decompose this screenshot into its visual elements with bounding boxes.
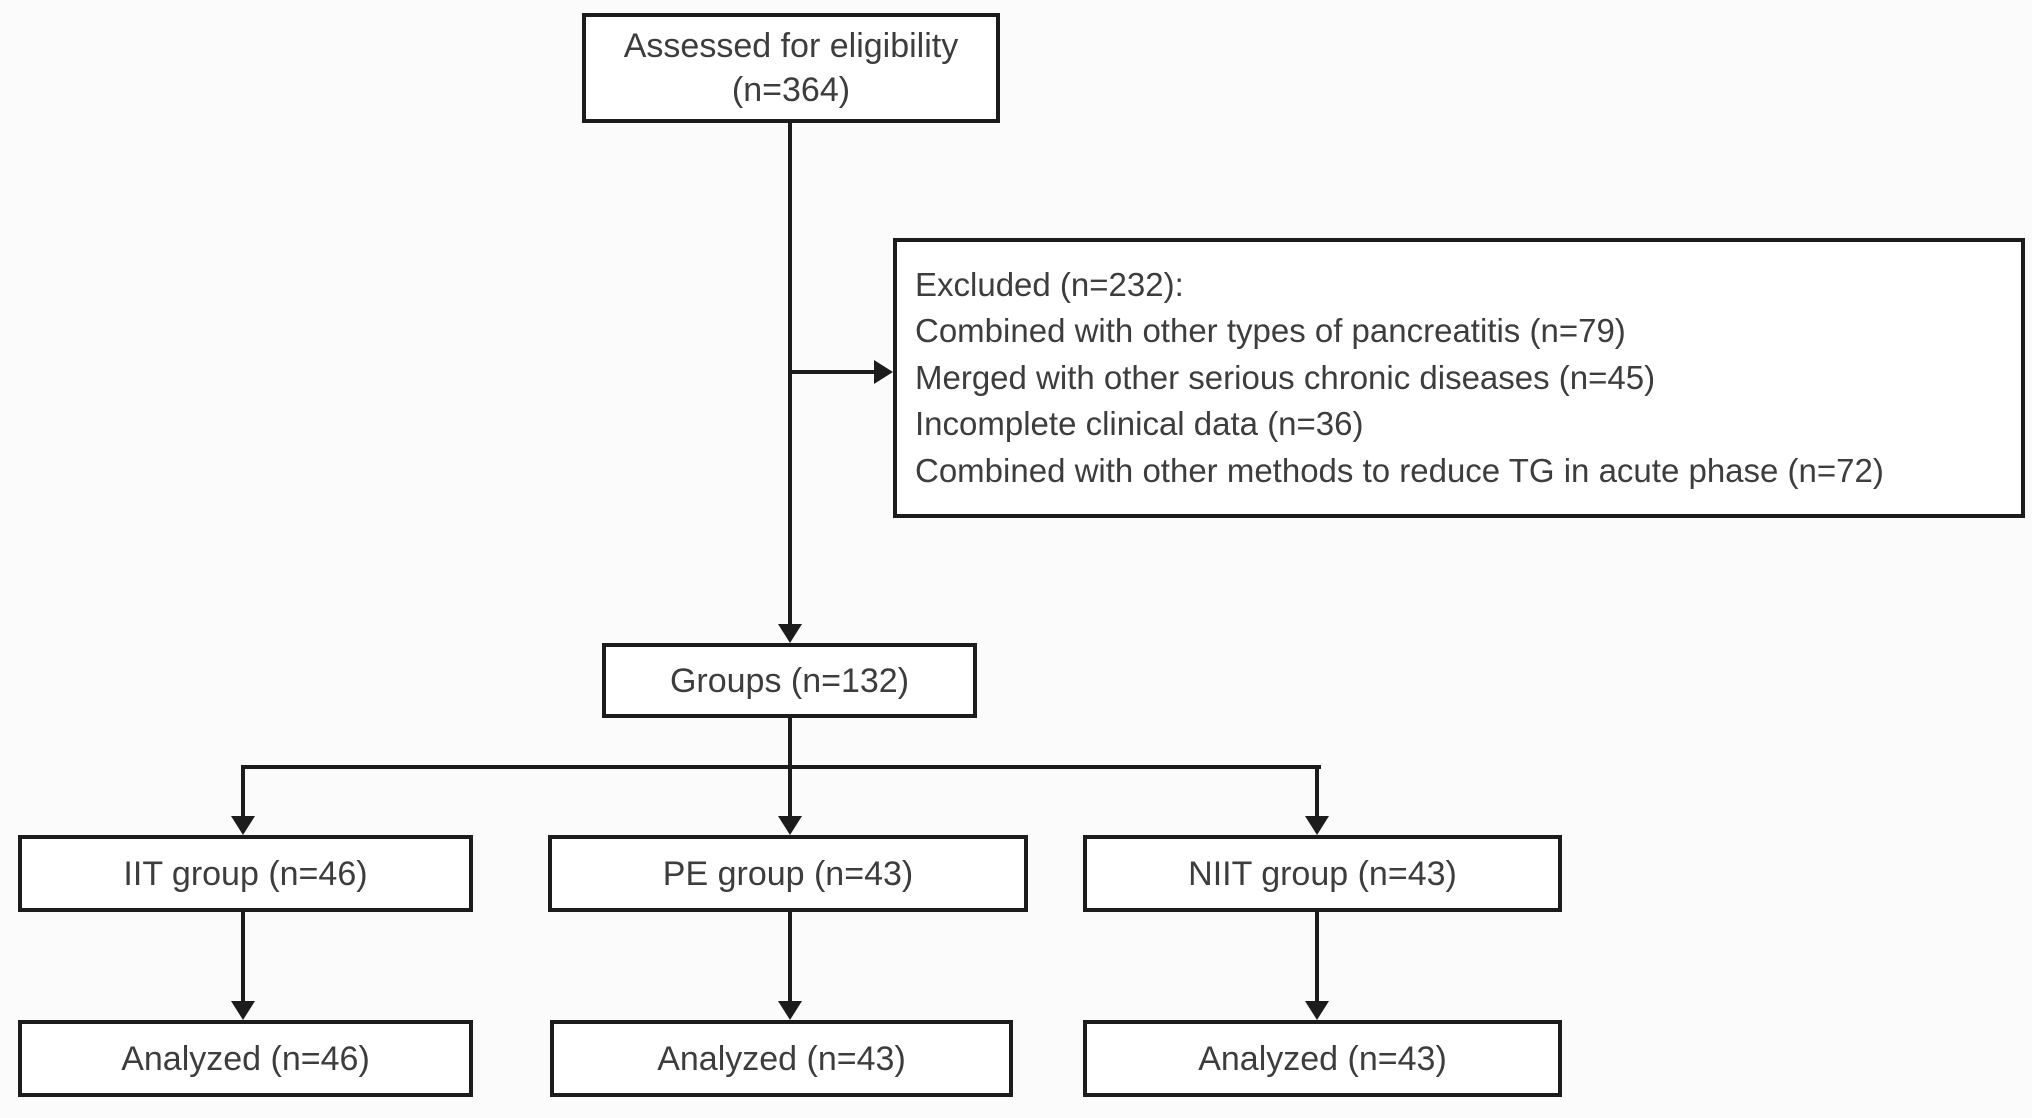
assessed-box: Assessed for eligibility (n=364) [582, 13, 1000, 123]
excluded-line: Incomplete clinical data (n=36) [915, 405, 1364, 443]
iit-group-label: IIT group (n=46) [123, 854, 368, 893]
connector-iit-to-analyzed [241, 912, 245, 1004]
connector-niit-to-analyzed [1315, 912, 1319, 1004]
connector-assessed-to-groups [788, 123, 792, 628]
connector-drop-niit [1315, 765, 1319, 819]
arrowhead-down-icon [231, 1001, 255, 1020]
excluded-line: Merged with other serious chronic diseas… [915, 358, 1656, 396]
analyzed-iit-box: Analyzed (n=46) [18, 1020, 473, 1097]
excluded-line: Excluded (n=232): [915, 265, 1184, 303]
arrowhead-right-icon [874, 360, 893, 384]
connector-pe-to-analyzed [788, 912, 792, 1004]
excluded-line: Combined with other types of pancreatiti… [915, 312, 1626, 350]
arrowhead-down-icon [778, 624, 802, 643]
excluded-line: Combined with other methods to reduce TG… [915, 451, 1884, 489]
analyzed-niit-box: Analyzed (n=43) [1083, 1020, 1562, 1097]
groups-box: Groups (n=132) [602, 643, 977, 718]
arrowhead-down-icon [1305, 816, 1329, 835]
assessed-label-line1: Assessed for eligibility [623, 27, 959, 65]
analyzed-pe-label: Analyzed (n=43) [657, 1039, 906, 1078]
analyzed-pe-box: Analyzed (n=43) [550, 1020, 1013, 1097]
analyzed-iit-label: Analyzed (n=46) [121, 1039, 370, 1078]
assessed-label-line2: (n=364) [731, 71, 851, 109]
arrowhead-down-icon [231, 816, 255, 835]
pe-group-label: PE group (n=43) [662, 854, 914, 893]
analyzed-niit-label: Analyzed (n=43) [1198, 1039, 1447, 1078]
arrowhead-down-icon [778, 1001, 802, 1020]
pe-group-box: PE group (n=43) [548, 835, 1028, 912]
iit-group-box: IIT group (n=46) [18, 835, 473, 912]
groups-label: Groups (n=132) [669, 661, 910, 700]
connector-groups-to-distributor [788, 718, 792, 767]
niit-group-box: NIIT group (n=43) [1083, 835, 1562, 912]
connector-drop-iit [241, 765, 245, 819]
arrowhead-down-icon [778, 816, 802, 835]
excluded-box: Excluded (n=232): Combined with other ty… [893, 238, 2025, 518]
distributor-line [241, 765, 1321, 769]
connector-branch-to-excluded [790, 370, 885, 374]
niit-group-label: NIIT group (n=43) [1188, 854, 1457, 893]
connector-drop-pe [788, 765, 792, 819]
arrowhead-down-icon [1305, 1001, 1329, 1020]
